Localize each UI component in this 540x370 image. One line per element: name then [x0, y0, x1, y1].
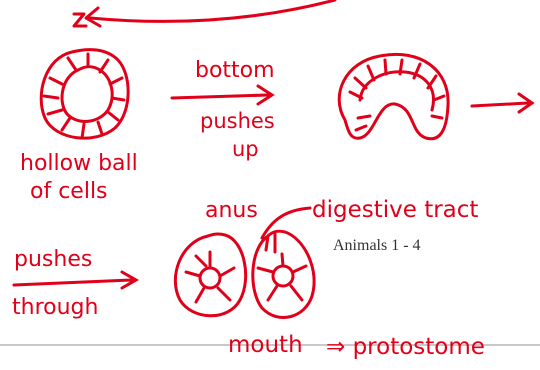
hollow-ball-label-line2: of cells	[30, 179, 108, 204]
invagination-arrow	[172, 86, 272, 104]
digestive-tract-label: digestive tract	[312, 197, 478, 223]
continue-arrow	[472, 94, 532, 112]
hollow-ball-label-line1: hollow ball	[20, 151, 138, 176]
embryo-left	[175, 234, 245, 316]
embryo-right	[253, 231, 314, 317]
slide-title: Animals 1 - 4	[333, 237, 421, 254]
protostome-result: ⇒ protostome	[326, 334, 485, 360]
arrow-label-bottom: bottom	[195, 58, 275, 83]
mouth-label: mouth	[228, 332, 303, 358]
hollow-ball-of-cells	[41, 50, 128, 139]
anus-label: anus	[205, 198, 258, 223]
gastrula-invaginating	[339, 54, 448, 138]
top-return-arrow	[74, 0, 335, 26]
pushes-through-label-line2: through	[12, 295, 98, 320]
arrow-label-up: up	[232, 137, 259, 161]
arrow-label-pushes: pushes	[200, 109, 275, 133]
pushes-through-label-line1: pushes	[14, 247, 92, 272]
push-through-arrow	[14, 272, 136, 288]
